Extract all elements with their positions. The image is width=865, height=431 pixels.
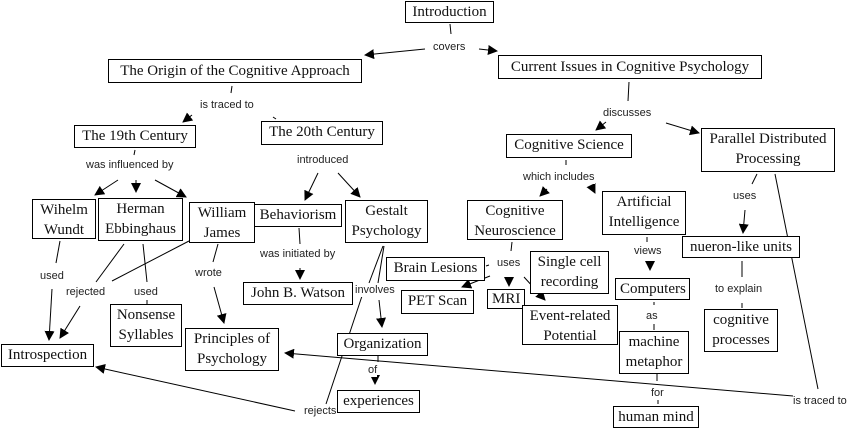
line-pdp-traced (774, 173, 819, 390)
arrow-rejects-introspection (95, 364, 296, 412)
node-single-cell[interactable]: Single cell recording (530, 251, 609, 294)
line-pdp-uses (751, 173, 758, 185)
node-james[interactable]: William James (189, 202, 255, 243)
node-neuron-units[interactable]: nueron-like units (682, 236, 800, 258)
node-origin[interactable]: The Origin of the Cognitive Approach (108, 59, 362, 83)
node-principles[interactable]: Principles of Psychology (185, 328, 279, 371)
arrow-traced-19 (182, 112, 194, 123)
node-gestalt[interactable]: Gestalt Psychology (345, 200, 428, 243)
label-covers: covers (433, 41, 466, 54)
label-of: of (368, 364, 378, 377)
arrow-traced-20 (272, 116, 277, 120)
label-for: for (651, 387, 664, 400)
node-pet-scan[interactable]: PET Scan (401, 290, 474, 314)
node-watson[interactable]: John B. Watson (243, 282, 353, 305)
label-views: views (634, 245, 662, 258)
node-ai[interactable]: Artificial Intelligence (602, 191, 686, 235)
node-mri[interactable]: MRI (487, 289, 525, 309)
label-is-traced-to-origin: is traced to (200, 99, 254, 112)
line-ebb-rejected (95, 243, 125, 283)
node-behaviorism[interactable]: Behaviorism (254, 204, 342, 227)
node-ebbinghaus[interactable]: Herman Ebbinghaus (98, 198, 183, 241)
node-experiences[interactable]: experiences (337, 390, 420, 413)
node-current[interactable]: Current Issues in Cognitive Psychology (498, 55, 762, 79)
arrow-infl-james (154, 179, 187, 198)
arrow-disc-pdp (665, 122, 700, 136)
label-to-explain: to explain (715, 283, 763, 296)
node-erp[interactable]: Event-related Potential (522, 305, 618, 345)
node-organization[interactable]: Organization (337, 333, 428, 356)
label-involves: involves (355, 284, 395, 297)
arrow-incl-ai (586, 182, 596, 194)
arrow-covers-current (478, 45, 498, 55)
label-used-ebbinghaus: used (134, 286, 158, 299)
arrow-intro-gestalt (337, 172, 361, 198)
node-human-mind[interactable]: human mind (613, 406, 699, 428)
arrow-intro-behav (304, 172, 319, 201)
arrow-wrote-principles (213, 286, 227, 324)
arrow-used-introspection (44, 288, 55, 341)
arrow-covers-origin (364, 48, 426, 60)
label-rejects: rejects (304, 405, 337, 418)
line-origin-traced (230, 85, 233, 94)
line-neuro-uses (510, 241, 513, 252)
node-cognitive-neuroscience[interactable]: Cognitive Neuroscience (467, 200, 563, 240)
label-was-initiated-by: was initiated by (260, 248, 336, 261)
line-james-wrote (212, 243, 219, 263)
node-cognitive-science[interactable]: Cognitive Science (506, 134, 632, 158)
line-wundt-used (55, 240, 61, 264)
node-brain-lesions[interactable]: Brain Lesions (386, 257, 485, 281)
node-introduction[interactable]: Introduction (405, 1, 494, 23)
label-uses-pdp: uses (733, 190, 757, 203)
node-wundt[interactable]: Wihelm Wundt (32, 199, 96, 239)
line-behav-initiated (298, 227, 301, 245)
node-20th-century[interactable]: The 20th Century (261, 121, 383, 145)
label-used-wundt: used (40, 270, 64, 283)
arrow-rejected-introspection (59, 305, 81, 339)
node-machine-metaphor[interactable]: machine metaphor (619, 331, 689, 374)
node-nonsense[interactable]: Nonsense Syllables (110, 304, 182, 347)
node-computers[interactable]: Computers (615, 278, 690, 300)
arrow-uses-pet (461, 275, 491, 289)
line-current-discusses (627, 81, 630, 102)
line-gestalt-involves2 (377, 245, 385, 284)
node-cognitive-processes[interactable]: cognitive processes (704, 309, 778, 352)
label-introduced: introduced (297, 154, 349, 167)
label-wrote: wrote (195, 267, 222, 280)
node-19th-century[interactable]: The 19th Century (74, 125, 196, 148)
arrow-incl-neuro (539, 186, 550, 197)
line-19-influenced (133, 149, 136, 156)
label-as: as (646, 310, 658, 323)
arrow-disc-cogsci (595, 120, 607, 131)
label-rejected: rejected (66, 286, 106, 299)
label-discusses: discusses (603, 107, 652, 120)
label-was-influenced-by: was influenced by (86, 159, 174, 172)
line-ebb-used (142, 243, 148, 283)
label-which-includes: which includes (523, 171, 595, 184)
arrow-infl-wundt (94, 179, 119, 196)
node-introspection[interactable]: Introspection (1, 344, 94, 367)
line-james-rejected (111, 240, 190, 282)
arrow-involves-org (376, 299, 386, 328)
line-uses-lesions (485, 264, 490, 267)
node-pdp[interactable]: Parallel Distributed Processing (701, 128, 835, 172)
line-intro-covers (449, 23, 452, 35)
label-is-traced-to-pdp: is traced to (793, 395, 847, 408)
line-gestalt-involves (368, 245, 384, 284)
label-uses-neuroscience: uses (497, 257, 521, 270)
arrow-uses-neuron (738, 209, 749, 234)
arrow-traced-principles (284, 348, 806, 398)
